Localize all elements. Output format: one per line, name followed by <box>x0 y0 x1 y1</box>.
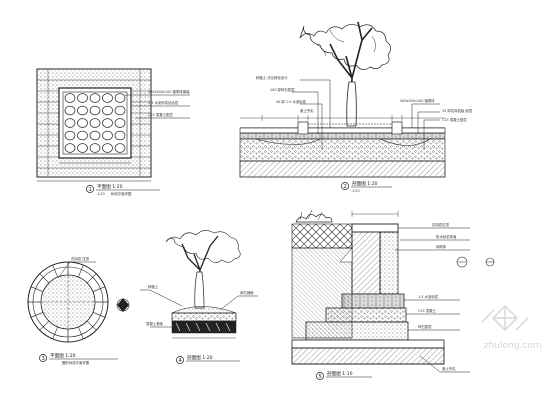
grate-opening <box>114 105 126 116</box>
grate-opening <box>64 93 76 103</box>
grate-opening <box>89 105 101 116</box>
callout-1-3: C15 混凝土垫层 <box>148 112 173 117</box>
callout-2-7: C15 混凝土垫层 <box>442 117 467 122</box>
detail-4-number: 4 <box>179 358 182 364</box>
callout-5-3: 砖砌体 <box>436 244 447 249</box>
grate-opening <box>77 105 88 116</box>
grate-opening <box>114 93 126 103</box>
north-arrow-icon <box>116 298 130 312</box>
callout-5-2: 防水砂浆抹面 <box>436 234 457 239</box>
detail-1-number: 1 <box>89 187 92 193</box>
callout-2-6: 15 厚花岗岩板 面层 <box>442 108 473 113</box>
ring-joint <box>39 320 50 331</box>
watermark-logo-icon <box>481 305 529 331</box>
detail-1-scale: 1:20 <box>97 192 105 196</box>
detail-reference-bubbles <box>456 256 495 268</box>
grate-opening <box>77 118 88 128</box>
callout-2-4: 素土夯实 <box>300 108 314 113</box>
detail-5-number-bubble <box>316 372 324 380</box>
detail-2-caption-primary: 剖面图 1:20 <box>352 180 378 187</box>
zhulong-watermark: zhulong.com <box>481 305 542 351</box>
grate-opening <box>102 118 113 128</box>
callout-3-1: 花岗岩 压顶 <box>71 256 90 261</box>
grate-opening <box>89 143 101 153</box>
grate-opening <box>64 118 76 128</box>
ring-joint <box>52 264 58 278</box>
callout-5-6: 碎石垫层 <box>418 324 432 329</box>
detail-3-round-tree-pit-plan: 花岗岩 压顶 3 平面图 1:20 圆形树池平面详图 <box>27 256 130 365</box>
ring-joint <box>30 286 44 292</box>
detail-1-square-tree-pit-plan: 500x500x100 植草砖铺装 1:3 水泥砂浆结合层 C15 混凝土垫层 … <box>36 68 190 196</box>
detail-5-planter-wall-section: 花岗岩压顶 防水砂浆抹面 砖砌体 1:3 水泥砂浆 C15 混凝土 碎石垫层 素… <box>291 209 495 380</box>
ring-joint <box>92 312 106 318</box>
detail-2-scale: 1:20 <box>352 189 360 193</box>
detail-2-number-bubble <box>341 182 349 190</box>
tree-grate-openings <box>64 93 126 153</box>
grate-opening <box>89 130 101 141</box>
detail-4-tree-bed-section: 种植土 卵石铺面 混凝土基础 4 剖面图 1:20 <box>140 230 258 364</box>
callout-5-7: 素土夯实 <box>442 366 456 371</box>
callout-5-4: 1:3 水泥砂浆 <box>418 294 439 299</box>
detail-4-caption-primary: 剖面图 1:20 <box>187 354 213 361</box>
ring-joint <box>86 273 97 284</box>
grate-opening <box>102 93 113 103</box>
detail-2-tree-pit-section: 种植土 详见绿化设计 100 厚碎石垫层 30 厚 1:3 水泥砂浆 素土夯实 … <box>239 21 473 193</box>
callout-2-3: 30 厚 1:3 水泥砂浆 <box>276 99 307 104</box>
grate-opening <box>102 143 113 153</box>
detail-1-number-bubble <box>86 185 94 193</box>
grate-opening <box>64 105 76 116</box>
callout-2-5: 500x500x100 植草砖 <box>400 98 435 103</box>
detail-3-number: 3 <box>42 356 45 362</box>
grate-opening <box>77 143 88 153</box>
ring-joint <box>92 286 106 292</box>
ring-joint <box>86 320 97 331</box>
ring-joint <box>78 326 84 340</box>
detail-3-number-bubble <box>39 354 47 362</box>
grate-opening <box>114 130 126 141</box>
detail-5-caption-primary: 剖面图 1:10 <box>327 370 353 377</box>
grate-opening <box>77 93 88 103</box>
callout-2-1: 种植土 详见绿化设计 <box>256 75 288 80</box>
detail-5-number: 5 <box>319 374 322 380</box>
grate-opening <box>102 130 113 141</box>
callout-4-3: 混凝土基础 <box>146 321 164 326</box>
callout-1-1: 500x500x100 植草砖铺装 <box>148 89 190 94</box>
callout-5-1: 花岗岩压顶 <box>432 222 450 227</box>
callout-1-2: 1:3 水泥砂浆结合层 <box>148 100 179 105</box>
detail-3-caption-primary: 平面图 1:20 <box>50 353 76 359</box>
detail-1-caption-secondary: 树池平面详图 <box>111 191 132 196</box>
callout-4-2: 卵石铺面 <box>240 290 254 295</box>
ring-joint <box>39 273 50 284</box>
grate-opening <box>89 93 101 103</box>
ring-joint <box>30 312 44 318</box>
ring-joint <box>78 264 84 278</box>
grate-opening <box>64 130 76 141</box>
detail-2-number: 2 <box>344 184 347 190</box>
watermark-text: zhulong.com <box>484 341 542 351</box>
grate-opening <box>114 118 126 128</box>
ring-joint <box>52 326 58 340</box>
grate-opening <box>77 130 88 141</box>
detail-3-caption-secondary: 圆形树池平面详图 <box>62 360 90 365</box>
grate-opening <box>64 143 76 153</box>
callout-5-5: C15 混凝土 <box>418 308 437 313</box>
grate-opening <box>89 118 101 128</box>
detail-4-number-bubble <box>176 356 184 364</box>
callout-4-1: 种植土 <box>148 284 159 289</box>
callout-2-2: 100 厚碎石垫层 <box>270 87 295 92</box>
detail-1-caption-primary: 平面图 1:20 <box>97 184 123 190</box>
grate-opening <box>102 105 113 116</box>
grate-opening <box>114 143 126 153</box>
